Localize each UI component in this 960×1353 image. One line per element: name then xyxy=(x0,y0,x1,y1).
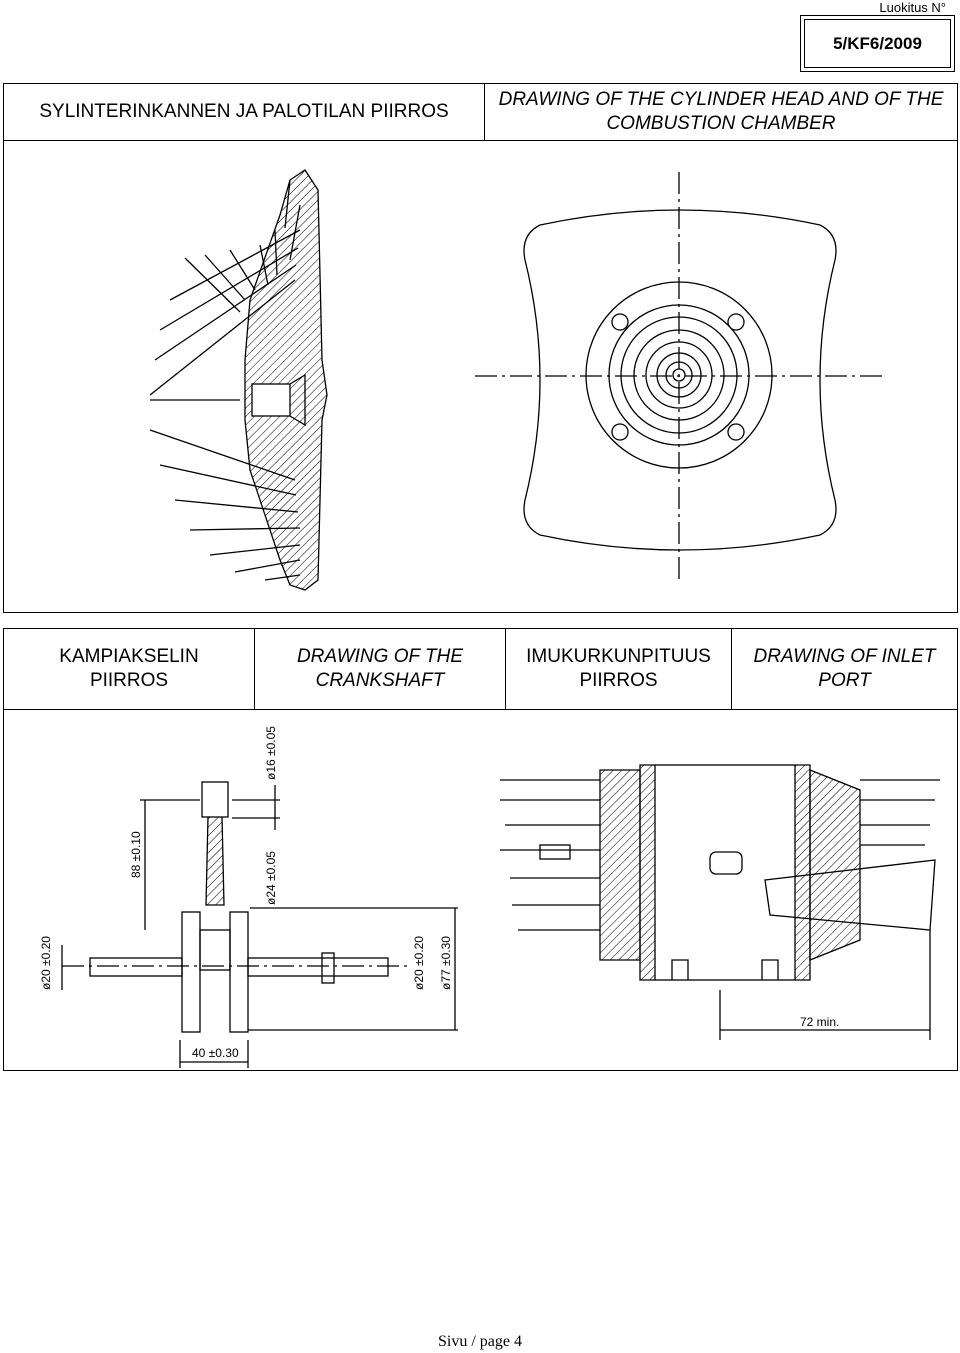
crankshaft-title-en: DRAWING OF THE CRANKSHAFT xyxy=(254,628,506,710)
dim-d20-left: ø20 ±0.20 xyxy=(39,936,53,990)
dim-d77: ø77 ±0.30 xyxy=(439,936,453,990)
doc-ref-box: 5/KF6/2009 xyxy=(800,15,955,72)
dim-l72: 72 min. xyxy=(800,1015,839,1029)
cylinder-head-section xyxy=(149,169,328,591)
crankshaft-title-fi: KAMPIAKSELIN PIIRROS xyxy=(3,628,255,710)
section1-table: SYLINTERINKANNEN JA PALOTILAN PIIRROS DR… xyxy=(3,83,958,613)
doc-ref: 5/KF6/2009 xyxy=(804,19,951,68)
section1-title-en: DRAWING OF THE CYLINDER HEAD AND OF THE … xyxy=(484,83,958,141)
inlet-title-en: DRAWING OF INLET PORT xyxy=(731,628,958,710)
dim-l88: 88 ±0.10 xyxy=(129,831,143,878)
dim-w40: 40 ±0.30 xyxy=(192,1046,239,1060)
cylinder-head-plan xyxy=(475,172,885,582)
page-number: Sivu / page 4 xyxy=(438,1333,522,1350)
section2-table: KAMPIAKSELIN PIIRROS DRAWING OF THE CRAN… xyxy=(3,628,958,1071)
classification-label: Luokitus N° xyxy=(879,0,946,15)
dim-d20-right: ø20 ±0.20 xyxy=(412,936,426,990)
crankshaft-drawing xyxy=(61,781,458,1068)
dim-d16: ø16 ±0.05 xyxy=(264,726,278,780)
crankshaft-dims: ø16 ±0.05 88 ±0.10 ø24 ±0.05 ø20 ±0.20 ø… xyxy=(39,726,453,1060)
dim-d24: ø24 ±0.05 xyxy=(264,851,278,905)
inlet-port-drawing xyxy=(500,764,940,1040)
